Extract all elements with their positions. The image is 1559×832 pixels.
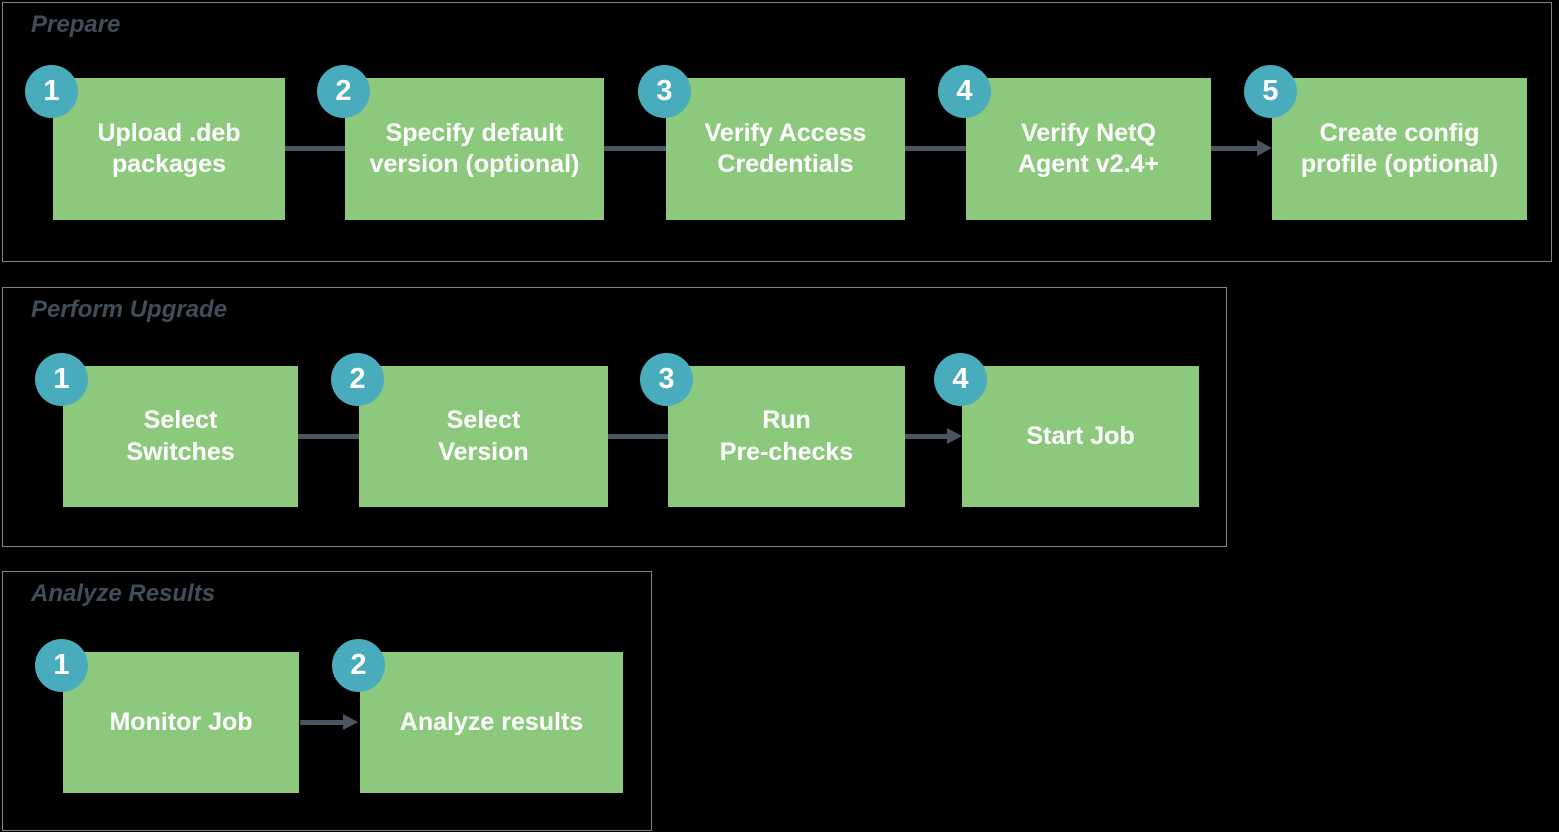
step-specify-default-version: 2 Specify default version (optional) [317,65,604,220]
section-analyze-results: Analyze Results [2,571,652,831]
step-number-badge: 1 [35,639,88,692]
connector-arrowhead [947,428,962,444]
step-number-badge: 4 [934,353,987,406]
step-verify-netq-agent: 4 Verify NetQ Agent v2.4+ [938,65,1211,220]
connector-line [905,434,947,439]
step-number-badge: 5 [1244,65,1297,118]
step-label: Select Switches [126,406,235,466]
section-title-perform-upgrade: Perform Upgrade [31,296,228,323]
step-number-badge: 1 [25,65,78,118]
step-select-version: 2 Select Version [331,353,608,507]
section-perform-upgrade: Perform Upgrade [2,287,1227,547]
step-create-config-profile: 5 Create config profile (optional) [1244,65,1527,220]
step-number-badge: 4 [938,65,991,118]
step-verify-access-credentials: 3 Verify Access Credentials [638,65,905,220]
connector-arrowhead [343,714,358,730]
step-label: Specify default version (optional) [369,118,580,179]
connector-line [905,146,966,151]
section-title-prepare: Prepare [31,11,121,38]
step-label: Verify NetQ Agent v2.4+ [1017,118,1160,179]
connector-line [300,720,343,725]
step-label: Analyze results [399,707,584,736]
step-number-badge: 1 [35,353,88,406]
connector-line [285,146,345,151]
connector-line [604,146,666,151]
step-label: Run Pre-checks [719,406,854,466]
connector-line [1211,146,1257,151]
connector-line [608,434,668,439]
step-select-switches: 1 Select Switches [35,353,298,507]
step-label: Start Job [1026,421,1135,450]
step-upload-deb-packages: 1 Upload .deb packages [25,65,285,220]
step-monitor-job: 1 Monitor Job [35,639,299,793]
connector-arrowhead [1257,140,1272,156]
step-number-badge: 2 [317,65,370,118]
step-number-badge: 2 [331,353,384,406]
step-start-job: 4 Start Job [934,353,1199,507]
section-title-analyze-results: Analyze Results [31,580,216,607]
step-run-pre-checks: 3 Run Pre-checks [640,353,905,507]
step-label: Upload .deb packages [97,118,241,179]
step-number-badge: 3 [640,353,693,406]
step-label: Verify Access Credentials [704,118,867,179]
step-number-badge: 2 [332,639,385,692]
step-number-badge: 3 [638,65,691,118]
section-prepare: Prepare [2,2,1552,262]
step-label: Select Version [438,406,529,466]
step-label: Create config profile (optional) [1300,118,1499,179]
step-label: Monitor Job [109,707,253,736]
step-analyze-results: 2 Analyze results [332,639,623,793]
connector-line [298,434,359,439]
